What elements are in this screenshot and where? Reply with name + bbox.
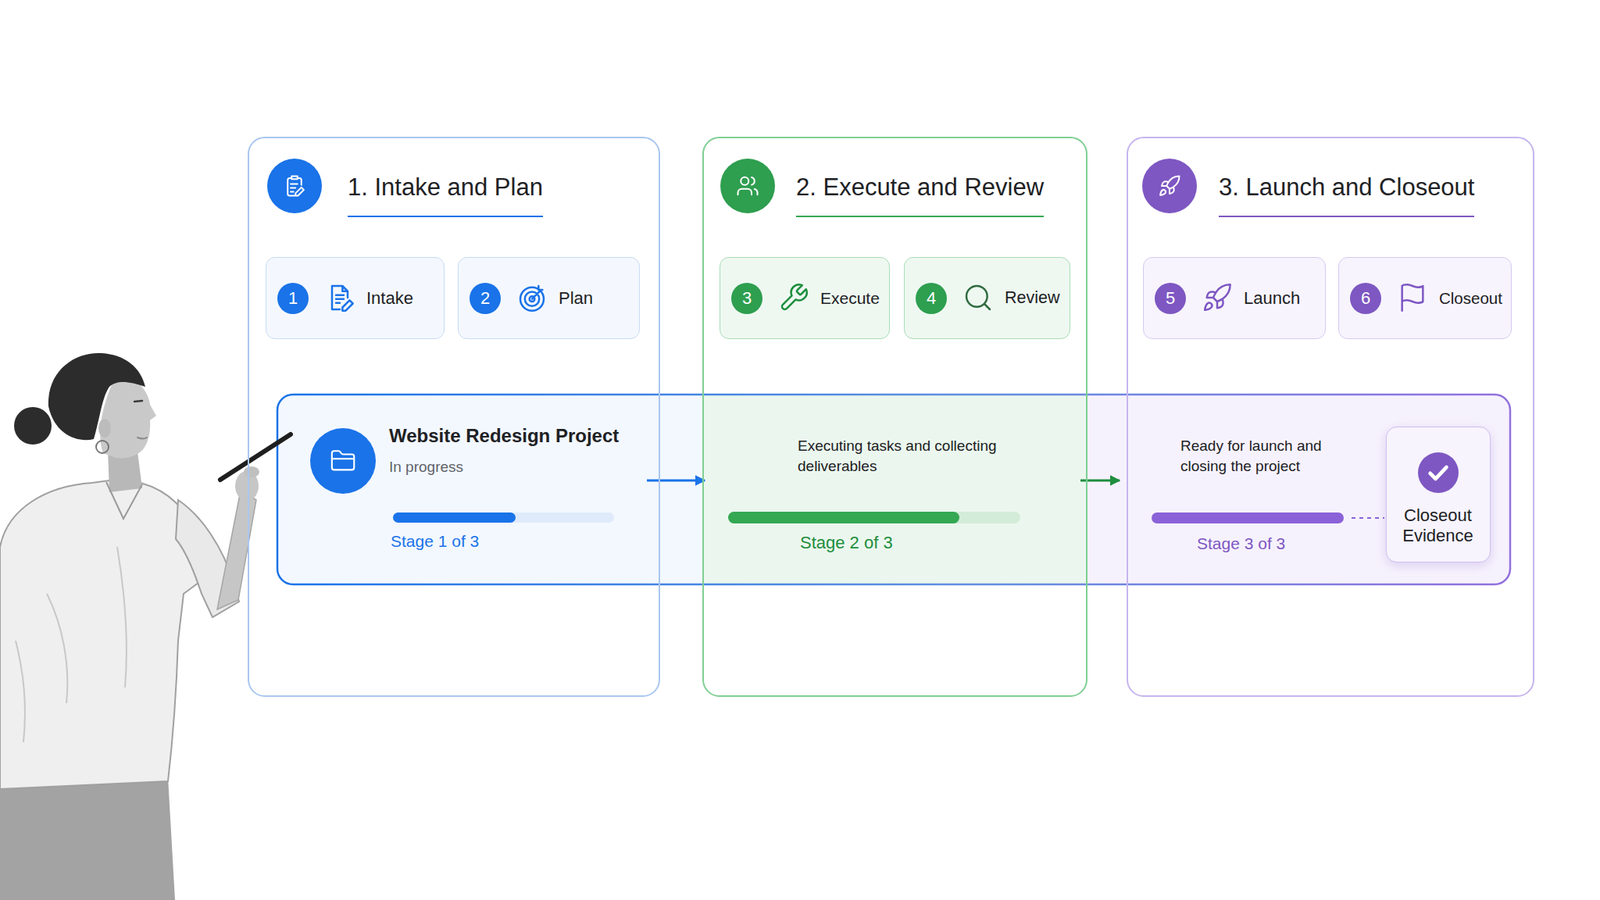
step-card: 4 Review (903, 257, 1071, 340)
step-number: 6 (1350, 282, 1382, 315)
figure-eye (134, 400, 143, 402)
stage-segment: Website Redesign Project In progressStage… (282, 402, 645, 579)
folder-icon (332, 450, 354, 470)
icon-path (287, 176, 304, 197)
icon-disc (1142, 158, 1197, 214)
icon-path (332, 285, 354, 311)
flag-icon (1396, 282, 1429, 314)
icon-path (332, 450, 354, 470)
stage-description: Ready for launch and closing the project (1180, 435, 1372, 476)
step-card: 2 Plan (457, 257, 640, 340)
icon-path (738, 177, 758, 196)
icon-path (1160, 175, 1179, 195)
progress-fill (728, 511, 960, 524)
evidence-card: Closeout Evidence (1385, 426, 1491, 563)
clipboard-icon (287, 176, 304, 197)
figure-bun (14, 407, 52, 445)
band-segment-fill (277, 394, 703, 585)
stage-title: 1. Intake and Plan (347, 172, 543, 218)
band-segment-fill (702, 394, 1088, 585)
step-label: Launch (1243, 287, 1300, 308)
step-label: Plan (558, 287, 593, 308)
rocket-icon (1201, 282, 1233, 314)
stage-title: 3. Launch and Closeout (1218, 172, 1475, 218)
stage-progress: Stage 2 of 3 (800, 532, 893, 554)
shirt-collar (106, 482, 143, 519)
icon-path (520, 285, 544, 311)
figure-ear (98, 418, 111, 438)
figure-pants (0, 777, 175, 900)
figure-forearm (217, 490, 257, 610)
icon-disc (310, 428, 376, 494)
icon-path (1402, 284, 1424, 311)
step-label: Execute (820, 288, 880, 308)
icon-path (1430, 467, 1447, 479)
step-number: 5 (1154, 282, 1186, 315)
figure-shirt (0, 480, 205, 790)
target-icon (516, 282, 548, 314)
dashed-leader (1351, 517, 1385, 519)
figure-earring (96, 440, 109, 454)
figure-mouth (137, 437, 147, 440)
progress-fill (392, 512, 516, 523)
stage-panel: 3. Launch and Closeout 5 Launch 6 Closeout (1126, 136, 1535, 697)
figure-hair (48, 353, 146, 440)
stage-segment: Ready for launch and closing the project… (1121, 402, 1505, 579)
magnifier-icon (962, 282, 994, 314)
stage-description: Executing tasks and collecting deliverab… (797, 435, 1003, 476)
progress-track (392, 512, 615, 523)
flow-arrow (646, 479, 705, 483)
band-segment-fill (1087, 394, 1511, 585)
header-icon (1142, 158, 1197, 214)
stage-title: 2. Execute and Review (796, 172, 1044, 218)
step-number: 3 (731, 282, 763, 315)
step-card: 1 Intake (265, 257, 445, 340)
shirt-fold (15, 546, 127, 743)
evidence-label: Closeout Evidence (1386, 505, 1490, 547)
stage-segment: Executing tasks and collecting deliverab… (707, 402, 1079, 579)
stage-progress: Stage 3 of 3 (1196, 533, 1286, 554)
icon-path (966, 285, 990, 310)
header-icon (720, 158, 775, 214)
project-band (277, 394, 1511, 585)
icon-disc (1417, 452, 1459, 493)
band-fill (277, 394, 1511, 585)
check-badge (1417, 452, 1459, 493)
rocket-icon (1160, 175, 1179, 195)
step-number: 1 (277, 282, 309, 315)
figure-fingers (243, 466, 260, 478)
icon-disc (267, 158, 322, 214)
step-label: Closeout (1439, 288, 1503, 308)
stage-progress: Stage 1 of 3 (390, 531, 479, 551)
header-icon (267, 158, 322, 214)
stage-panel: 2. Execute and Review 3 Execute 4 Review (702, 136, 1088, 697)
icon-path (1204, 284, 1231, 311)
icon-disc (720, 158, 775, 214)
document-icon (324, 282, 356, 314)
step-card: 5 Launch (1142, 257, 1326, 340)
status-text: In progress (389, 458, 464, 477)
progress-fill (1151, 512, 1344, 524)
step-label: Intake (366, 287, 414, 308)
band-outline (277, 394, 1511, 585)
progress-track (728, 511, 1021, 524)
people-icon (738, 177, 758, 196)
step-card: 6 Closeout (1338, 257, 1512, 340)
wrench-icon (778, 282, 810, 314)
figure-pen (220, 434, 291, 480)
stage-panel: 1. Intake and Plan 1 Intake 2 Plan (247, 136, 661, 697)
project-title: Website Redesign Project (389, 425, 619, 448)
icon-path (782, 284, 808, 310)
step-card: 3 Execute (719, 257, 890, 340)
folder-badge (310, 428, 376, 494)
step-number: 2 (469, 282, 501, 315)
step-label: Review (1004, 288, 1061, 309)
progress-bars (392, 511, 1385, 524)
step-number: 4 (915, 282, 947, 315)
